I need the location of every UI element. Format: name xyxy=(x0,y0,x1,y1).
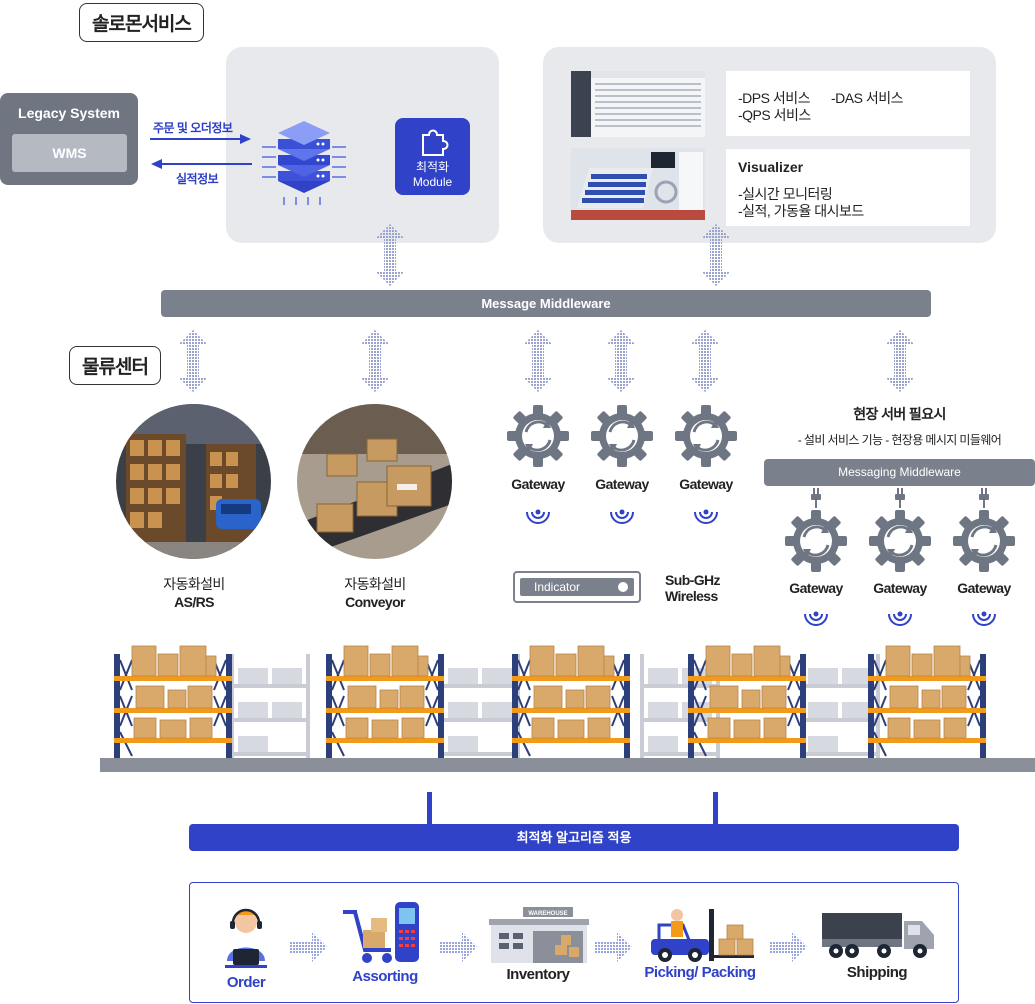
dotted-arrow-icon xyxy=(361,330,389,392)
dotted-arrow-icon xyxy=(524,330,552,392)
legacy-system-title: Legacy System xyxy=(18,105,120,121)
gateway-gear-icon xyxy=(507,405,569,467)
asrs-photo xyxy=(116,404,271,559)
optimization-module-box: 최적화 Module xyxy=(395,118,470,195)
scanner-cart-icon xyxy=(343,902,419,963)
qps-service: -QPS 서비스 xyxy=(738,107,811,123)
process-picking-label: Picking/ Packing xyxy=(644,964,756,981)
plug-icon xyxy=(811,488,821,508)
asrs-caption-line1: 자동화설비 xyxy=(163,576,225,592)
visualizer-item-dashboard: -실적, 가동율 대시보드 xyxy=(738,203,864,219)
legacy-system-box: Legacy System WMS xyxy=(0,93,138,185)
plug-icon xyxy=(895,488,905,508)
wireless-signal-icon xyxy=(888,610,912,626)
warehouse-racks-illustration xyxy=(113,645,987,759)
service-list-box: -DPS 서비스 -DAS 서비스 -QPS 서비스 xyxy=(726,71,970,136)
site-server-desc: - 설비 서비스 기능 - 현장용 메시지 미들웨어 xyxy=(797,433,1002,447)
warehouse-floor xyxy=(100,758,1035,772)
conveyor-caption: 자동화설비 Conveyor xyxy=(315,574,435,610)
visualizer-screenshot-thumbnail xyxy=(571,148,705,220)
dotted-arrow-icon xyxy=(376,224,404,286)
site-server-title: 현장 서버 필요시 xyxy=(853,406,946,422)
result-arrow xyxy=(151,159,252,169)
operator-headset-icon xyxy=(225,908,267,968)
warehouse-building-icon: WAREHOUSE xyxy=(489,907,589,963)
gateway-gear-icon xyxy=(785,510,847,572)
dotted-right-arrow-icon xyxy=(770,932,807,962)
dotted-arrow-icon xyxy=(179,330,207,392)
gateway-label: Gateway xyxy=(789,580,843,596)
order-info-label: 주문 및 오더정보 xyxy=(153,121,233,135)
forklift-icon xyxy=(651,909,754,962)
gateway-gear-icon xyxy=(675,405,737,467)
gateway-gear-icon xyxy=(869,510,931,572)
dotted-arrow-icon xyxy=(607,330,635,392)
conveyor-photo xyxy=(297,404,452,559)
gateway-label: Gateway xyxy=(595,476,649,492)
wireless-signal-icon xyxy=(610,508,634,524)
center-section-tag: 물류센터 xyxy=(69,346,161,385)
gateway-label: Gateway xyxy=(679,476,733,492)
module-line1: 최적화 xyxy=(415,160,450,174)
asrs-caption: 자동화설비 AS/RS xyxy=(134,574,254,610)
process-inventory-label: Inventory xyxy=(506,966,570,983)
plug-icon xyxy=(979,488,989,508)
order-arrow xyxy=(150,134,251,144)
indicator-button-icon xyxy=(618,582,628,592)
dotted-arrow-icon xyxy=(886,330,914,392)
dotted-right-arrow-icon xyxy=(440,932,477,962)
process-order-label: Order xyxy=(226,974,266,991)
solution-section-tag: 솔로몬서비스 xyxy=(79,3,204,42)
indicator-label: Indicator xyxy=(534,580,581,594)
visualizer-title: Visualizer xyxy=(738,159,804,175)
gateway-gear-icon xyxy=(591,405,653,467)
connector-line xyxy=(713,792,718,826)
gateway-label: Gateway xyxy=(957,580,1011,596)
dotted-arrow-icon xyxy=(702,224,730,286)
wms-box: WMS xyxy=(12,134,127,172)
gateway-label: Gateway xyxy=(873,580,927,596)
process-assorting-label: Assorting xyxy=(352,968,418,985)
module-line2: Module xyxy=(412,175,453,189)
warehouse-sign-text: WAREHOUSE xyxy=(528,911,567,917)
dashboard-screenshot-thumbnail xyxy=(571,71,705,137)
process-shipping-label: Shipping xyxy=(846,964,908,981)
conveyor-caption-line1: 자동화설비 xyxy=(344,576,406,592)
server-stack-icon xyxy=(262,121,346,205)
optimization-algorithm-bar: 최적화 알고리즘 적용 xyxy=(189,824,959,851)
dotted-right-arrow-icon xyxy=(595,932,632,962)
gateway-gear-icon xyxy=(953,510,1015,572)
dps-service: -DPS 서비스 xyxy=(738,90,810,106)
truck-icon xyxy=(822,913,934,958)
gateway-label: Gateway xyxy=(511,476,565,492)
indicator-display: Indicator xyxy=(520,578,634,596)
message-middleware-bar: Message Middleware xyxy=(161,290,931,317)
connector-line xyxy=(427,792,432,826)
wireless-signal-icon xyxy=(526,508,550,524)
wireless-signal-icon xyxy=(694,508,718,524)
wireless-signal-icon xyxy=(804,610,828,626)
dotted-right-arrow-icon xyxy=(290,932,327,962)
visualizer-item-realtime: -실시간 모니터링 xyxy=(738,186,833,202)
wireless-signal-icon xyxy=(972,610,996,626)
messaging-middleware-bar: Messaging Middleware xyxy=(764,459,1035,486)
visualizer-box: Visualizer -실시간 모니터링 -실적, 가동율 대시보드 xyxy=(726,149,970,226)
subghz-line2: Wireless xyxy=(665,588,718,604)
subghz-line1: Sub-GHz xyxy=(665,572,721,588)
subghz-wireless-label: Sub-GHz Wireless xyxy=(665,572,721,604)
conveyor-caption-line2: Conveyor xyxy=(345,594,405,610)
asrs-caption-line2: AS/RS xyxy=(174,594,214,610)
das-service: -DAS 서비스 xyxy=(831,90,903,106)
dotted-arrow-icon xyxy=(691,330,719,392)
puzzle-icon xyxy=(421,129,448,156)
indicator-device: Indicator xyxy=(513,571,641,603)
result-info-label: 실적정보 xyxy=(176,172,219,186)
